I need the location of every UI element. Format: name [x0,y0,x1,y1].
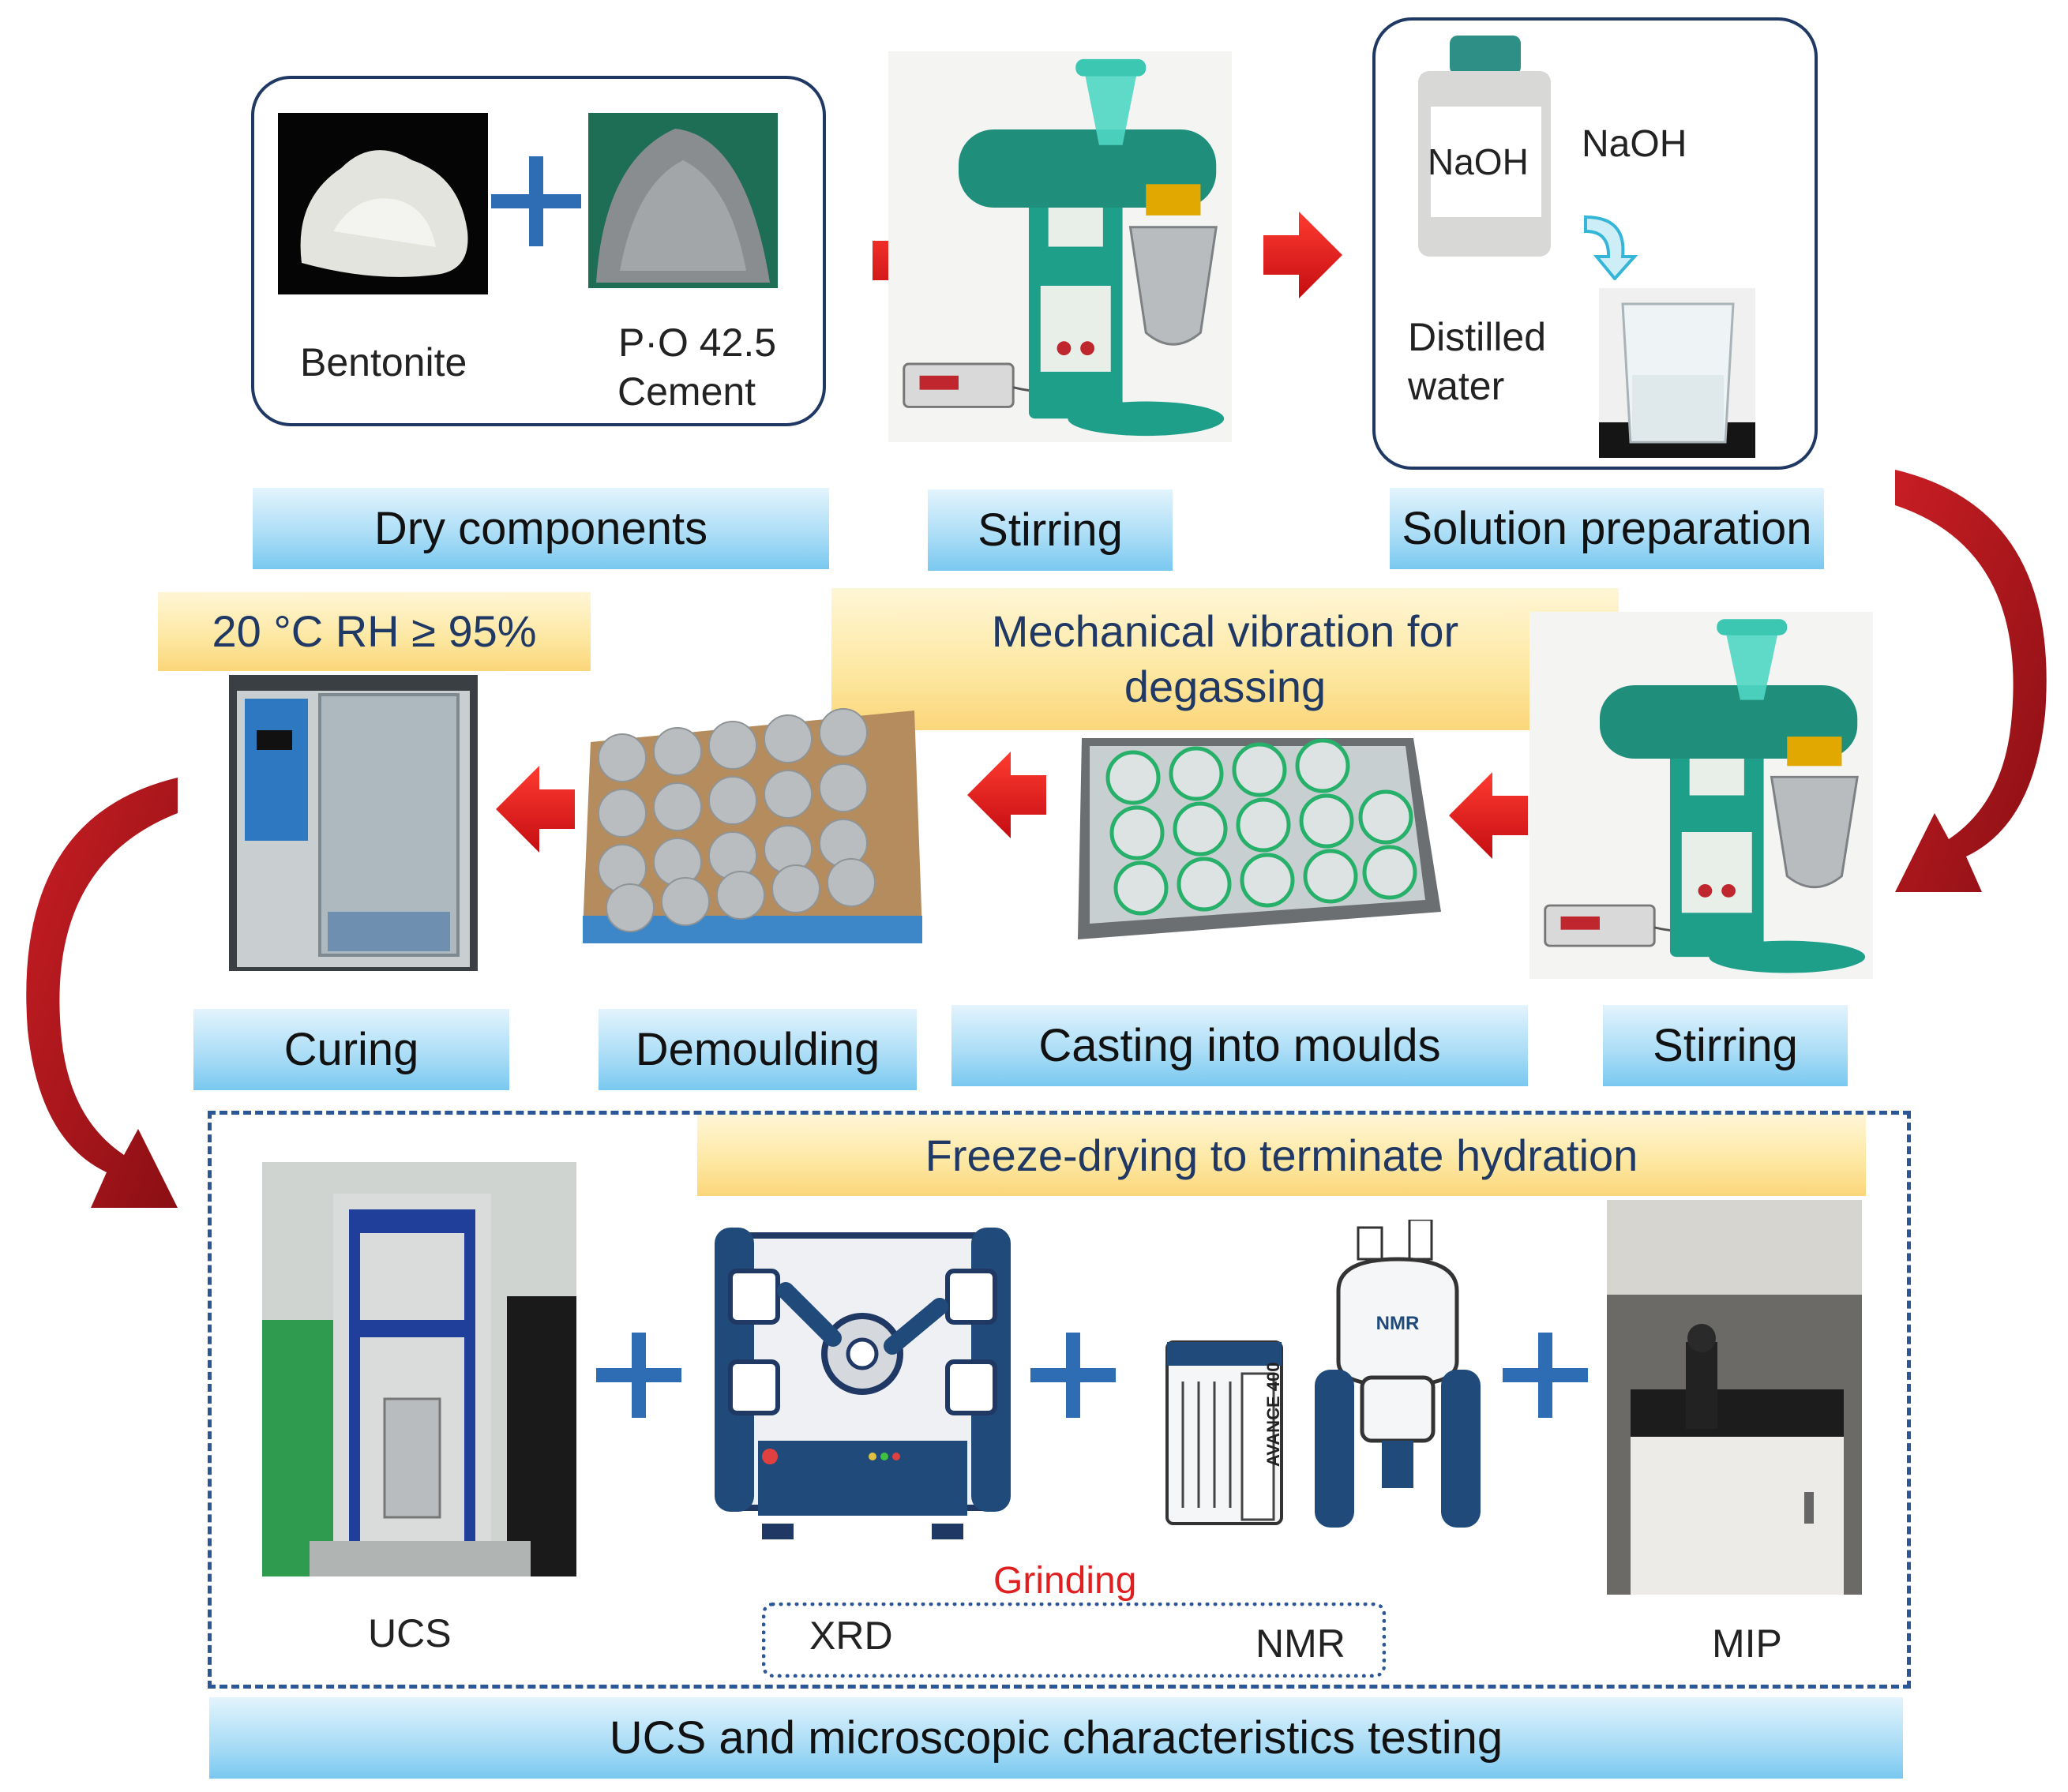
plus-icon [491,156,581,246]
right-arrow-icon [1263,212,1342,298]
cement-label-line2: Cement [617,369,756,414]
ucs-machine-photo [262,1162,576,1576]
vibration-label-line2: degassing [1124,662,1327,711]
nmr-caption: NMR [1255,1621,1346,1666]
naoh-bottle-label: NaOH [1428,141,1529,182]
curing-chamber-photo [229,675,478,971]
distilled-water-line1: Distilled [1408,315,1547,359]
plus-icon [1503,1333,1588,1418]
bentonite-label: Bentonite [300,340,467,384]
beaker-photo [1599,288,1755,458]
bentonite-photo [278,113,488,294]
mixer-photo-1 [888,51,1232,442]
avance-label: AVANCE 400 [1263,1362,1283,1467]
vibration-label-line1: Mechanical vibration for [991,606,1459,656]
cement-label-line1: P·O 42.5 [618,321,777,365]
freeze-drying-label: Freeze-drying to terminate hydration [697,1115,1866,1196]
stirring-label-2: Stirring [1603,1005,1848,1086]
naoh-text: NaOH [1582,123,1687,165]
naoh-bottle: NaOH [1418,36,1551,257]
curved-arrow-icon [1895,470,2047,892]
distilled-water-line2: water [1408,364,1505,408]
testing-group [208,1111,1911,1689]
dry-components-label: Dry components [253,488,829,569]
left-arrow-icon [496,766,575,853]
curing-label: Curing [193,1009,509,1090]
curved-down-arrow-icon [1584,215,1638,280]
plus-icon [596,1333,681,1418]
mip-caption: MIP [1712,1621,1782,1666]
solution-preparation-label: Solution preparation [1390,488,1824,569]
vibration-label: Mechanical vibration for degassing [831,588,1619,730]
cement-photo [588,113,778,288]
left-arrow-icon [967,752,1046,838]
xrd-nmr-group [762,1603,1386,1678]
demoulding-label: Demoulding [599,1009,917,1090]
curved-arrow-icon [26,778,178,1208]
stirring-label-1: Stirring [928,489,1173,571]
ucs-caption: UCS [368,1611,452,1655]
plus-icon [1030,1333,1116,1418]
nmr-magnet-label: NMR [1376,1313,1420,1334]
casting-label: Casting into moulds [951,1005,1528,1086]
xrd-instrument [715,1220,1011,1551]
mixer-photo-2 [1529,612,1873,979]
grinding-caption: Grinding [993,1560,1137,1602]
mip-instrument-photo [1607,1200,1862,1595]
curing-condition-label: 20 °C RH ≥ 95% [158,592,591,671]
xrd-caption: XRD [809,1614,893,1658]
moulds-tray-photo [1066,730,1441,943]
ucs-testing-label: UCS and microscopic characteristics test… [209,1697,1903,1779]
nmr-magnet: NMR [1315,1220,1481,1531]
nmr-console: AVANCE 400 [1163,1338,1285,1528]
left-arrow-icon [1449,772,1528,859]
demoulded-specimens-photo [583,695,922,943]
